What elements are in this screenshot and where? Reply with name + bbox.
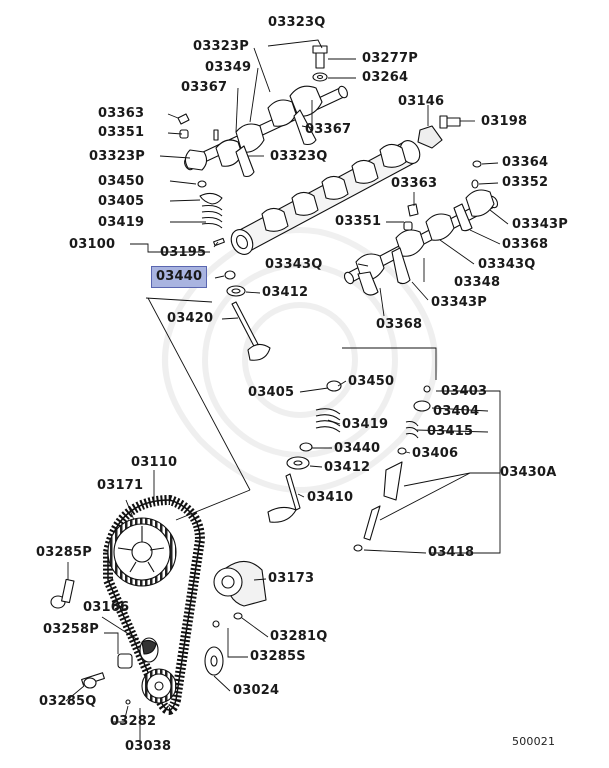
part-label-03368-right[interactable]: 03368: [502, 237, 549, 252]
part-label-03323p-top[interactable]: 03323P: [193, 39, 249, 54]
part-label-03404[interactable]: 03404: [433, 404, 480, 419]
cam-sprocket: [107, 517, 177, 587]
part-label-03363-right[interactable]: 03363: [391, 176, 438, 191]
part-label-03419-middle[interactable]: 03419: [342, 417, 389, 432]
rocker-shaft-upper: [177, 45, 348, 178]
part-label-03024[interactable]: 03024: [233, 683, 280, 698]
part-label-03343q-right[interactable]: 03343Q: [478, 257, 536, 272]
part-label-03146[interactable]: 03146: [398, 94, 445, 109]
part-label-03343q-middle[interactable]: 03343Q: [265, 257, 323, 272]
part-label-03368-middle[interactable]: 03368: [376, 317, 423, 332]
part-label-03440-highlighted[interactable]: 03440: [151, 266, 208, 288]
lash-adjuster-group: [353, 385, 431, 552]
part-label-03171[interactable]: 03171: [97, 478, 144, 493]
part-label-03349[interactable]: 03349: [205, 60, 252, 75]
part-label-03285p[interactable]: 03285P: [36, 545, 92, 560]
part-label-03418[interactable]: 03418: [428, 545, 475, 560]
part-label-03038[interactable]: 03038: [125, 739, 172, 754]
leader-lines: [65, 39, 509, 744]
part-label-03166[interactable]: 03166: [83, 600, 130, 615]
part-label-03285s[interactable]: 03285S: [250, 649, 306, 664]
rocker-shaft-right: [343, 160, 499, 296]
part-label-03405-middle[interactable]: 03405: [248, 385, 295, 400]
part-label-03412-left[interactable]: 03412: [262, 285, 309, 300]
timing-belt: [103, 495, 205, 715]
part-label-03281q[interactable]: 03281Q: [270, 629, 328, 644]
part-label-03351-right[interactable]: 03351: [335, 214, 382, 229]
part-label-03405-left[interactable]: 03405: [98, 194, 145, 209]
part-label-03412-middle[interactable]: 03412: [324, 460, 371, 475]
part-label-03110[interactable]: 03110: [131, 455, 178, 470]
part-label-03323q-top[interactable]: 03323Q: [268, 15, 326, 30]
part-label-03351-left[interactable]: 03351: [98, 125, 145, 140]
part-label-03419-left[interactable]: 03419: [98, 215, 145, 230]
part-label-03410[interactable]: 03410: [307, 490, 354, 505]
part-label-03258p[interactable]: 03258P: [43, 622, 99, 637]
part-label-03195[interactable]: 03195: [160, 245, 207, 260]
diagram-code: 500021: [512, 735, 556, 748]
part-label-03450-middle[interactable]: 03450: [348, 374, 395, 389]
part-label-03352[interactable]: 03352: [502, 175, 549, 190]
part-label-03173[interactable]: 03173: [268, 571, 315, 586]
part-label-03440-middle[interactable]: 03440: [334, 441, 381, 456]
part-label-03100[interactable]: 03100: [69, 237, 116, 252]
part-label-03282[interactable]: 03282: [110, 714, 157, 729]
crank-sprocket: [141, 668, 177, 704]
part-label-03364[interactable]: 03364: [502, 155, 549, 170]
part-label-03264[interactable]: 03264: [362, 70, 409, 85]
valve-stack-middle: [267, 380, 342, 523]
part-label-03367-b[interactable]: 03367: [305, 122, 352, 137]
part-label-03343p-middle[interactable]: 03343P: [431, 295, 487, 310]
part-label-03285q[interactable]: 03285Q: [39, 694, 97, 709]
part-label-03277p[interactable]: 03277P: [362, 51, 418, 66]
part-label-03415[interactable]: 03415: [427, 424, 474, 439]
watermark: [162, 227, 438, 493]
idler-and-bolts: [50, 578, 159, 705]
part-label-03323q-left[interactable]: 03323Q: [270, 149, 328, 164]
part-label-03430a[interactable]: 03430A: [500, 465, 557, 480]
part-label-03450-left[interactable]: 03450: [98, 174, 145, 189]
part-label-03367-a[interactable]: 03367: [181, 80, 228, 95]
part-label-03406[interactable]: 03406: [412, 446, 459, 461]
part-label-03323p-left[interactable]: 03323P: [89, 149, 145, 164]
part-label-03363-left[interactable]: 03363: [98, 106, 145, 121]
tensioner: [204, 560, 267, 676]
part-label-03198[interactable]: 03198: [481, 114, 528, 129]
part-label-03348[interactable]: 03348: [454, 275, 501, 290]
part-label-03403[interactable]: 03403: [441, 384, 488, 399]
valve-stack-left: [197, 180, 271, 361]
part-label-03420[interactable]: 03420: [167, 311, 214, 326]
part-label-03343p-right[interactable]: 03343P: [512, 217, 568, 232]
camshaft: [230, 115, 461, 255]
